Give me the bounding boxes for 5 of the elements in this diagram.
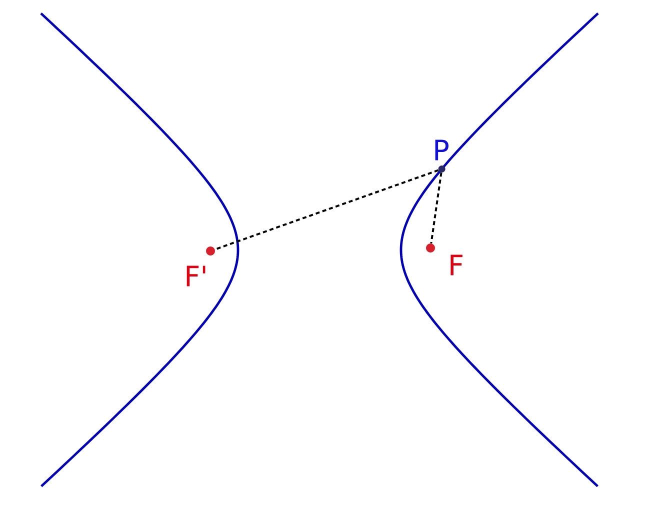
point-label: F bbox=[450, 254, 462, 276]
dashed-line bbox=[430, 172, 442, 244]
point-label: F' bbox=[186, 266, 206, 286]
dashed-line bbox=[214, 169, 439, 250]
point-label: P bbox=[435, 140, 448, 160]
